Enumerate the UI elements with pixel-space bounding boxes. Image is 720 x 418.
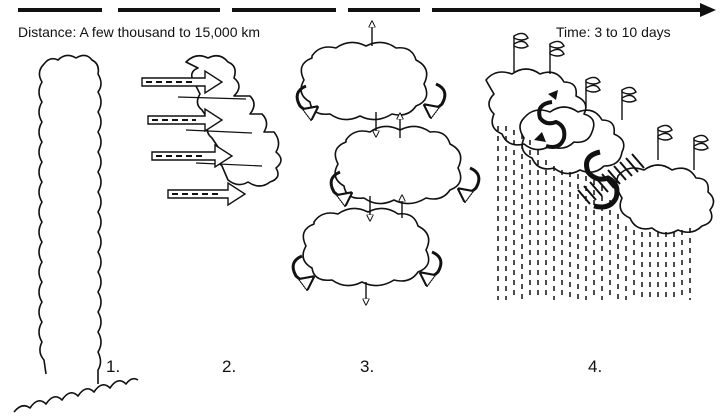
vertical-exchange-arrows: [366, 22, 402, 304]
stage-4-rain-shafts: [497, 126, 691, 300]
wind-barb-flags: [513, 32, 709, 170]
stage-1-number: 1.: [106, 357, 121, 376]
stage-4-cloud-mass: [485, 68, 715, 235]
wind-shear-arrows: [141, 69, 247, 207]
stage-3-stacked-clouds: [300, 41, 462, 287]
stage-2-number: 2.: [222, 357, 237, 376]
stage-1-tall-cloud: [38, 54, 102, 384]
time-label: Time: 3 to 10 days: [556, 24, 671, 40]
distance-label: Distance: A few thousand to 15,000 km: [18, 24, 261, 40]
ground-waves: [13, 377, 139, 413]
intense-vortex-icon: [577, 149, 645, 210]
time-arrow: [432, 3, 716, 17]
stage-3-number: 3.: [360, 357, 375, 376]
circulation-swirl-arrows: [291, 82, 481, 281]
rotation-swirl-icon: [534, 90, 567, 149]
stage-4-number: 4.: [588, 357, 603, 376]
